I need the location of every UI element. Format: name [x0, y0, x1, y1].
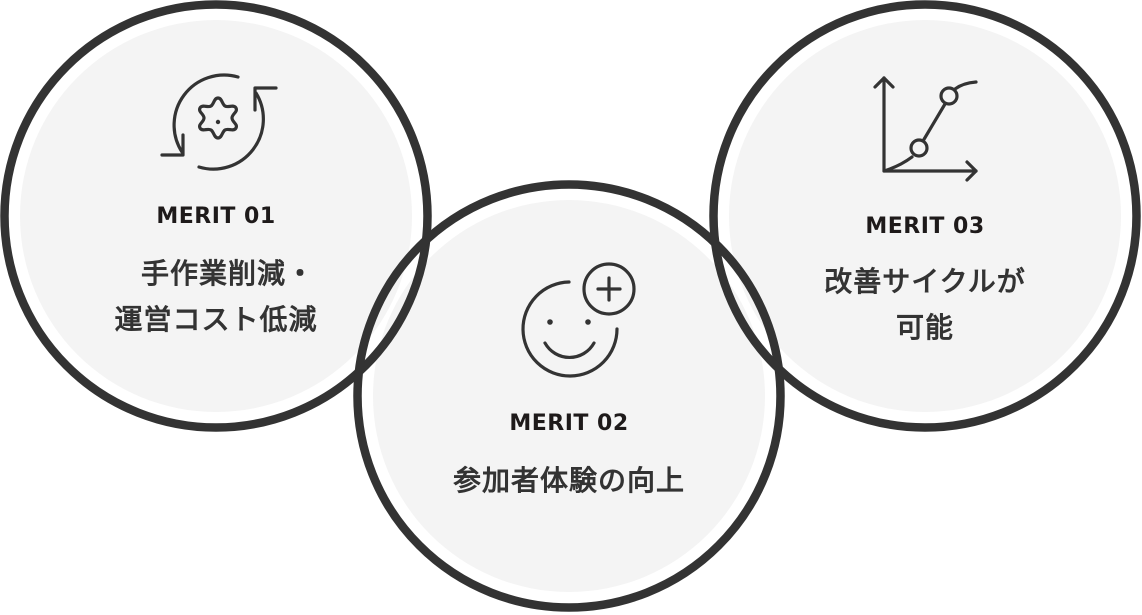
merit-03-fill: [729, 20, 1121, 412]
merit-02-ring: [353, 180, 785, 612]
merit-01: MERIT 01 手作業削減・ 運営コスト低減: [16, 204, 416, 343]
merit-01-description: 手作業削減・ 運営コスト低減: [16, 251, 416, 343]
merit-01-ring: [0, 0, 432, 432]
merit-01-line-1: 手作業削減・: [140, 257, 315, 290]
growth-chart-icon: [873, 76, 978, 182]
smiley-plus-icon: [521, 262, 636, 378]
merit-03-label: MERIT 03: [865, 214, 985, 239]
merit-03-line-2: 可能: [895, 311, 954, 344]
merit-03: MERIT 03 改善サイクルが 可能: [725, 214, 1125, 351]
merit-01-label: MERIT 01: [156, 204, 276, 229]
merit-03-description: 改善サイクルが 可能: [725, 259, 1125, 351]
merit-03-line-1: 改善サイクルが: [824, 265, 1026, 298]
merit-02-label: MERIT 02: [509, 411, 629, 436]
merit-01-fill: [20, 20, 412, 412]
merit-03-ring: [709, 0, 1141, 432]
merit-02-description: 参加者体験の向上: [369, 458, 769, 504]
gear-cycle-icon: [160, 73, 278, 171]
merit-02-line-1: 参加者体験の向上: [452, 464, 685, 497]
merit-01-line-2: 運営コスト低減: [114, 303, 318, 336]
merit-02: MERIT 02 参加者体験の向上: [369, 411, 769, 504]
circle-fills: [20, 20, 1121, 592]
merit-02-fill: [373, 200, 765, 592]
